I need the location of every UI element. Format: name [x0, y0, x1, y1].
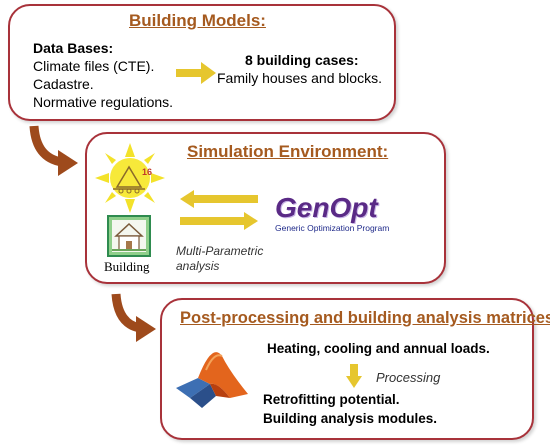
data-bases-label: Data Bases: — [33, 40, 114, 56]
right-arrow-icon — [180, 212, 258, 230]
simulation-environment-box — [85, 132, 446, 284]
curved-arrow-icon — [29, 125, 78, 176]
genopt-logo: GenOpt Generic Optimization Program — [275, 192, 417, 236]
sun-logo-number: 16 — [142, 167, 152, 177]
processing-label: Processing — [376, 370, 441, 385]
curved-arrow-icon — [111, 293, 156, 342]
climate-files-item: Climate files (CTE). — [33, 58, 155, 74]
left-arrow-icon — [180, 190, 258, 208]
sun-logo-icon: 16 — [95, 143, 165, 213]
loads-text: Heating, cooling and annual loads. — [267, 341, 490, 356]
genopt-logo-text: GenOpt — [275, 192, 378, 223]
right-arrow-icon — [176, 62, 216, 84]
post-processing-title: Post-processing and building analysis ma… — [180, 309, 550, 327]
building-models-title: Building Models: — [129, 11, 266, 30]
building-analysis-modules-text: Building analysis modules. — [263, 411, 438, 426]
down-arrow-icon — [346, 364, 362, 388]
simulation-environment-title: Simulation Environment: — [187, 142, 389, 161]
genopt-subtitle: Generic Optimization Program — [275, 223, 390, 233]
building-label: Building — [104, 259, 150, 274]
building-models-box — [8, 4, 396, 121]
building-cases-label: 8 building cases: — [245, 52, 359, 68]
building-icon — [107, 215, 151, 257]
multi-parametric-label: Multi-Parametric — [176, 244, 264, 258]
analysis-label: analysis — [176, 259, 220, 273]
building-cases-desc: Family houses and blocks. — [217, 70, 382, 86]
matlab-icon — [176, 352, 248, 408]
retrofitting-potential-text: Retrofitting potential. — [263, 392, 400, 407]
cadastre-item: Cadastre. — [33, 76, 94, 92]
normative-regulations-item: Normative regulations. — [33, 94, 174, 110]
